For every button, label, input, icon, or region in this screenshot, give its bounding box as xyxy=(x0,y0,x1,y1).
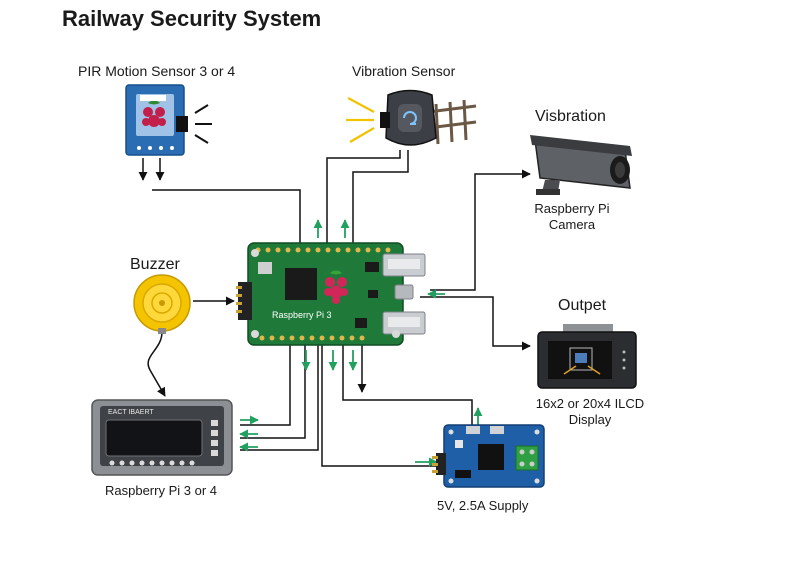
camera-icon xyxy=(530,135,632,195)
pi-to-tablet-wire-3 xyxy=(240,345,319,451)
pir-label: PIR Motion Sensor 3 or 4 xyxy=(78,63,236,79)
raspberry-pi-board: Raspberry Pi 3 xyxy=(236,242,426,346)
vibration-wire-1 xyxy=(326,150,401,243)
vibration-rays-icon xyxy=(346,97,375,143)
camera-title: Visbration xyxy=(535,108,606,125)
display-label-1: 16x2 or 20x4 ILCD xyxy=(535,396,645,411)
vibration-label: Vibration Sensor xyxy=(352,63,456,79)
rail-track-icon xyxy=(427,99,477,145)
raspberry-logo-icon xyxy=(142,100,166,127)
pi-to-tablet-wire-2 xyxy=(240,345,306,439)
pi-to-display-wire xyxy=(420,296,531,351)
pir-sensor xyxy=(125,84,212,156)
vibration-wire-2 xyxy=(352,150,409,243)
camera-wire xyxy=(430,169,531,291)
page-title: Railway Security System xyxy=(62,6,322,31)
pi-to-supply-wire-2 xyxy=(342,345,473,425)
display-label-2: Display xyxy=(568,412,612,427)
camera-label-2: Camera xyxy=(548,217,596,232)
tablet-screen-text: EACT IBAERT xyxy=(108,409,154,416)
pi-bottom-pins xyxy=(259,335,365,341)
pi-board-label: Raspberry Pi 3 xyxy=(272,310,332,320)
supply-label: 5V, 2.5A Supply xyxy=(437,498,529,513)
lcd-display xyxy=(537,324,637,389)
buzzer-icon xyxy=(133,274,191,334)
output-title: Outpet xyxy=(558,297,607,314)
vibration-sensor xyxy=(346,89,477,146)
pi-top-pins xyxy=(255,247,391,253)
motion-waves-icon xyxy=(194,104,212,144)
pir-to-pi-wire xyxy=(152,189,301,243)
pi-to-supply-wire-1 xyxy=(321,345,440,467)
buzzer-to-tablet-wire xyxy=(147,331,166,397)
signal-arrows xyxy=(239,219,483,467)
pi-to-tablet-wire-1 xyxy=(240,345,291,426)
camera-label-1: Raspberry Pi xyxy=(534,201,610,216)
raspberry-logo-icon xyxy=(324,270,348,304)
tablet-label: Raspberry Pi 3 or 4 xyxy=(105,483,217,498)
power-supply-board xyxy=(432,424,545,488)
wires xyxy=(138,150,531,467)
tablet-device: EACT IBAERT xyxy=(91,399,233,476)
buzzer-label: Buzzer xyxy=(130,256,180,273)
